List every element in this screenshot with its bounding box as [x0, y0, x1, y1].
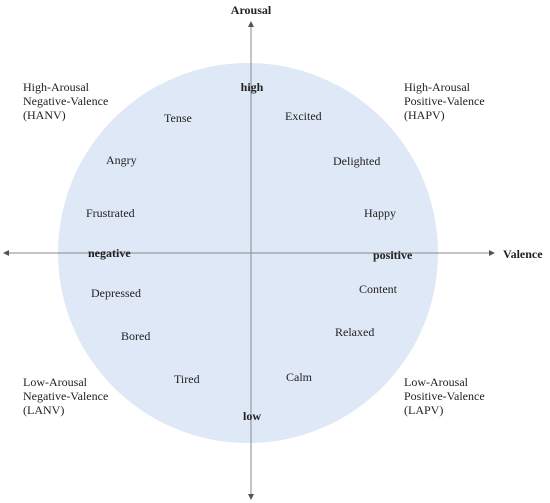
pole-high: high	[240, 80, 264, 94]
emotion-delighted: Delighted	[333, 154, 381, 168]
emotion-content: Content	[359, 282, 397, 296]
pole-positive: positive	[373, 248, 413, 262]
pole-low: low	[243, 409, 261, 423]
emotion-tense: Tense	[164, 111, 192, 125]
emotion-happy: Happy	[364, 206, 396, 220]
emotion-excited: Excited	[285, 109, 322, 123]
emotion-angry: Angry	[106, 153, 137, 167]
pole-negative: negative	[88, 246, 131, 260]
quadrant-label-hapv: High-Arousal Positive-Valence (HAPV)	[404, 80, 485, 122]
emotion-bored: Bored	[121, 329, 151, 343]
emotion-depressed: Depressed	[91, 286, 141, 300]
emotion-tired: Tired	[174, 372, 200, 386]
emotion-frustrated: Frustrated	[86, 206, 135, 220]
quadrant-label-hanv: High-Arousal Negative-Valence (HANV)	[23, 80, 109, 122]
emotion-calm: Calm	[286, 370, 312, 384]
arousal-axis-title: Arousal	[230, 3, 272, 17]
quadrant-label-lanv: Low-Arousal Negative-Valence (LANV)	[23, 375, 109, 417]
quadrant-label-lapv: Low-Arousal Positive-Valence (LAPV)	[404, 375, 485, 417]
emotion-relaxed: Relaxed	[335, 325, 375, 339]
valence-axis-title: Valence	[503, 247, 543, 261]
